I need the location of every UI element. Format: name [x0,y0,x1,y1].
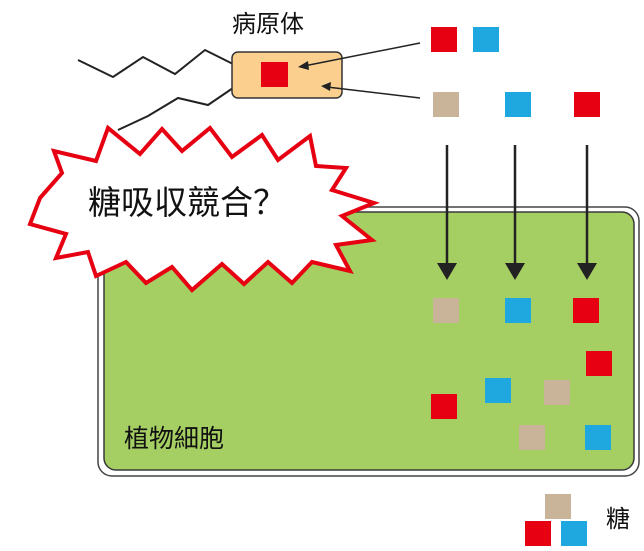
flagellum-lower [117,87,234,131]
cell-sugar-blue [485,378,511,403]
cell-uptake-arrowhead [577,263,597,280]
competition-burst-text: 糖吸収競合？ [88,183,286,222]
pathogen-label: 病原体 [232,10,304,38]
cell-sugar-red [431,394,457,419]
sugar-red [431,27,457,52]
cell-sugar-blue [585,425,611,450]
legend-sugar-blue [561,521,587,546]
sugar-beige [433,92,459,117]
cell-sugar-red [573,298,599,323]
cell-sugar-beige [519,425,545,450]
sugar-blue [505,92,531,117]
pathogen-uptake-arrowhead-lower [321,82,331,91]
cell-sugar-beige [433,298,459,323]
pathogen-uptake-arrow-lower [326,86,421,99]
legend-sugar-beige [545,494,571,519]
cell-sugar-blue [505,298,531,323]
sugar-blue [473,27,499,52]
cell-uptake-arrowhead [437,263,457,280]
competition-burst [27,124,380,293]
cell-sugar-beige [544,380,570,405]
legend-sugar-red [525,521,551,546]
sugar-red [574,92,600,117]
flagellum-upper [77,48,234,79]
cell-uptake-arrowhead [505,263,525,280]
pathogen-uptake-arrowhead-upper [298,61,309,70]
plant-cell-label: 植物細胞 [124,424,225,453]
legend-sugar-label: 糖 [606,505,630,533]
pathogen-sugar-red [261,62,288,87]
pathogen-uptake-arrow-upper [303,42,421,67]
cell-sugar-red [586,351,612,376]
